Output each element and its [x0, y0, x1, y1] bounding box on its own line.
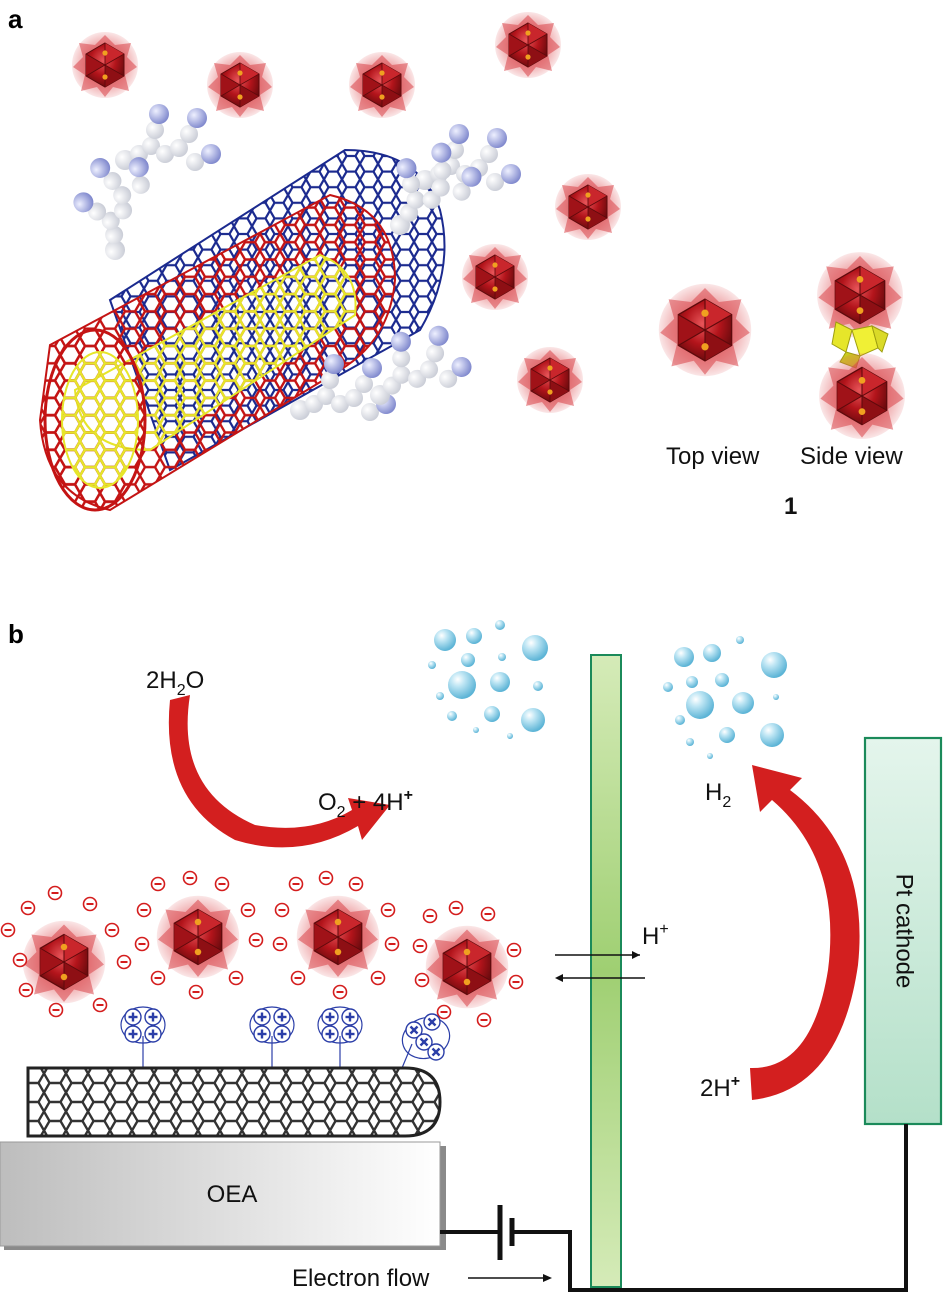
product-oxygen-label: O2 + 4H+	[318, 787, 413, 821]
reactant-water-label: 2H2O	[146, 667, 204, 699]
hydrogen-bubbles	[663, 636, 787, 759]
dendron-chain-left	[58, 140, 159, 264]
top-view-molecule	[658, 283, 752, 377]
electron-flow-arrow	[468, 1274, 552, 1282]
hydrogen-product-label: H2	[705, 779, 731, 811]
panel-b-letter: b	[8, 619, 24, 649]
compound-number-label: 1	[784, 493, 797, 520]
side-view-molecule	[816, 251, 906, 440]
proton-transfer-arrows	[555, 951, 645, 982]
electron-flow-label: Electron flow	[292, 1265, 430, 1292]
nanotube-illustration	[38, 148, 446, 512]
proton-crossing-label: H+	[642, 921, 669, 950]
cathode-label: Pt cathode	[891, 874, 918, 989]
top-view-label: Top view	[666, 443, 760, 470]
polyoxometalate-cluster	[206, 51, 274, 119]
polyoxometalate-cluster	[461, 243, 529, 311]
carbon-nanotube-electrode	[26, 1066, 442, 1138]
external-circuit	[440, 1124, 908, 1292]
polyoxometalate-cluster	[71, 31, 139, 99]
dendron-chain-upper-left	[115, 104, 221, 171]
oxygen-bubbles	[428, 620, 548, 739]
polyoxometalate-cluster	[516, 346, 584, 414]
oxidation-arrow	[168, 695, 390, 848]
polyoxometalate-cluster	[494, 11, 562, 79]
proton-reactant-label: 2H+	[700, 1073, 740, 1102]
panel-a-letter: a	[8, 4, 23, 34]
polyoxometalate-cluster	[554, 173, 622, 241]
proton-exchange-membrane	[590, 654, 622, 1288]
reduction-arrow	[750, 765, 860, 1100]
polyoxometalate-cluster	[348, 51, 416, 119]
cationic-linkers	[120, 1006, 451, 1069]
oea-electrode	[0, 1141, 441, 1247]
pt-cathode	[863, 736, 943, 1126]
anode-label: OEA	[207, 1181, 258, 1208]
side-view-label: Side view	[800, 443, 903, 470]
